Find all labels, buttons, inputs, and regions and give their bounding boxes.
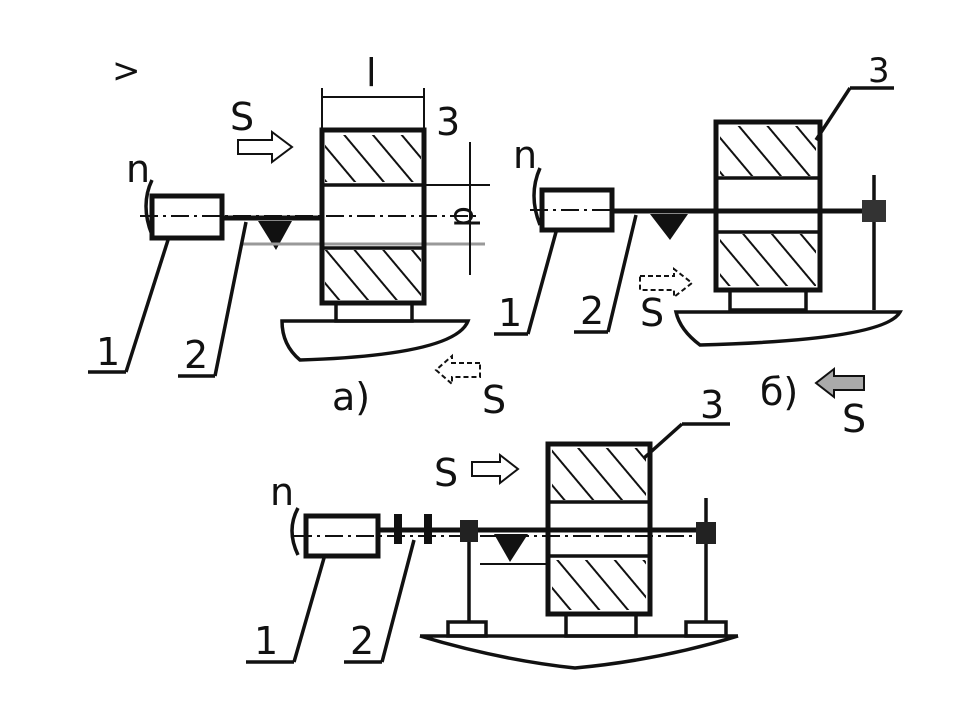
fig-c-rear-foot [684, 620, 728, 638]
fig-a-part-2-label: 2 [184, 333, 208, 377]
fig-a-leader-1 [124, 239, 170, 373]
fig-b-s-mid-label: S [640, 291, 664, 335]
fig-c-coupling-left [394, 514, 402, 544]
fig-b-rear-bushing [862, 200, 886, 222]
fig-c-feed-arrow-right [471, 452, 520, 486]
fig-c-hatch-bottom [552, 560, 646, 610]
fig-b-feed-arrow-left [814, 366, 865, 400]
fig-b-rotation-arc [532, 167, 542, 226]
fig-a-part-1-label: 1 [96, 330, 120, 374]
fig-c-part-1-label: 1 [254, 619, 278, 663]
fig-c-s-top-label: S [434, 451, 458, 495]
fig-b-caption: б) [760, 370, 798, 414]
fig-c-hatch-top [552, 448, 646, 500]
fig-b-leader-3 [814, 87, 852, 141]
fig-a-feed-arrow-left [434, 353, 481, 387]
fig-c-rotation-arc [290, 507, 300, 556]
fig-a-dim-l-label: l [366, 51, 377, 95]
fig-a-feed-arrow-right [237, 130, 294, 164]
fig-a-n-label: n [126, 147, 150, 191]
fig-a-hatch-top [325, 135, 421, 182]
fig-a-support [334, 301, 414, 323]
fig-c-support [564, 612, 638, 638]
fig-b-cutter [650, 214, 688, 240]
fig-c-cutter [494, 534, 528, 562]
fig-b-part-3-label: 3 [868, 51, 890, 91]
fig-c-rear-bushing [696, 522, 716, 544]
fig-a-caption: a) [332, 375, 370, 419]
fig-b-leader-2 [606, 214, 638, 333]
fig-a-hatch-bottom [325, 250, 421, 300]
fig-a-dim-d-label: d [445, 206, 485, 228]
fig-c-leader-1 [292, 557, 326, 663]
fig-a-table [280, 319, 471, 362]
fig-c-table [419, 634, 739, 670]
fig-b-support [728, 288, 808, 312]
fig-b-hatch-bottom [720, 234, 816, 286]
fig-b-leader-1 [526, 231, 558, 335]
fig-b-part-1-label: 1 [498, 291, 522, 335]
fig-b-hatch-top [720, 126, 816, 176]
stray-mark: > [112, 51, 141, 91]
fig-b-part-2-label: 2 [580, 289, 604, 333]
fig-a-leader-2 [213, 221, 248, 377]
figure-b: n S S 1 2 3 б) [494, 51, 903, 441]
fig-c-part-2-label: 2 [350, 619, 374, 663]
fig-a-s-top-label: S [230, 95, 254, 139]
fig-b-table [673, 310, 903, 347]
fig-c-part-3-label: 3 [700, 383, 724, 427]
fig-b-s-bottom-label: S [842, 397, 866, 441]
figure-a: n l d S S 1 [88, 51, 506, 422]
fig-b-feed-arrow-right [639, 266, 694, 300]
figure-c: n S 1 2 [246, 383, 739, 670]
fig-b-n-label: n [513, 133, 537, 177]
fig-c-leader-3 [642, 422, 684, 460]
fig-c-coupling-right [424, 514, 432, 544]
fig-a-part-3-label: 3 [436, 100, 460, 144]
fig-a-cutter [258, 221, 292, 250]
fig-c-front-foot [446, 620, 488, 638]
fig-c-leader-2 [380, 539, 416, 663]
fig-c-front-bushing [460, 520, 478, 542]
fig-c-n-label: n [270, 470, 294, 514]
fig-a-s-bottom-label: S [482, 378, 506, 422]
